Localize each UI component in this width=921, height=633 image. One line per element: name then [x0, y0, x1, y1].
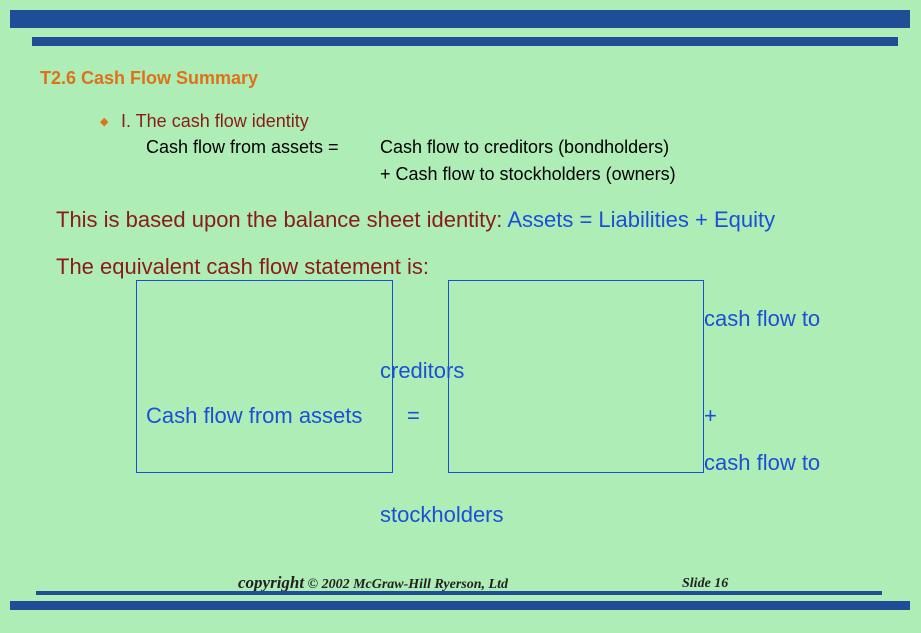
- copyright-word: copyright: [238, 573, 305, 592]
- identity-rhs-line2: + Cash flow to stockholders (owners): [380, 164, 676, 184]
- bullet-label: I. The cash flow identity: [121, 111, 309, 131]
- balance-sheet-prefix: This is based upon the balance sheet ide…: [56, 207, 503, 232]
- slide-number: Slide 16: [682, 576, 729, 591]
- cf-stockholders-line2: stockholders: [380, 502, 504, 527]
- balance-sheet-line: This is based upon the balance sheet ide…: [56, 207, 775, 233]
- top-bar-thin: [32, 37, 898, 46]
- identity-lhs: Cash flow from assets =: [146, 137, 339, 157]
- balance-sheet-identity: Assets = Liabilities + Equity: [507, 207, 776, 232]
- equals-sign: =: [407, 403, 420, 428]
- footer-copyright: copyright © 2002 McGraw-Hill Ryerson, Lt…: [238, 573, 508, 593]
- identity-rhs-line1: Cash flow to creditors (bondholders): [380, 137, 670, 157]
- slide-title: T2.6 Cash Flow Summary: [40, 68, 259, 88]
- plus-sign: +: [704, 403, 717, 428]
- equation-box-left: [136, 280, 393, 473]
- cf-creditors-line2: creditors: [380, 358, 465, 383]
- cf-assets-label: Cash flow from assets: [146, 403, 363, 428]
- cf-stockholders-line1: cash flow to: [704, 450, 821, 475]
- equivalent-statement-heading: The equivalent cash flow statement is:: [56, 254, 429, 279]
- bottom-bar-thick: [10, 601, 910, 610]
- equation-box-right: [448, 280, 704, 473]
- bottom-bar-thin: [36, 591, 882, 595]
- cf-creditors-line1: cash flow to: [704, 306, 821, 331]
- copyright-text: © 2002 McGraw-Hill Ryerson, Ltd: [307, 577, 508, 592]
- diamond-bullet-icon: ◆: [100, 116, 109, 128]
- top-bar-thick: [10, 10, 910, 28]
